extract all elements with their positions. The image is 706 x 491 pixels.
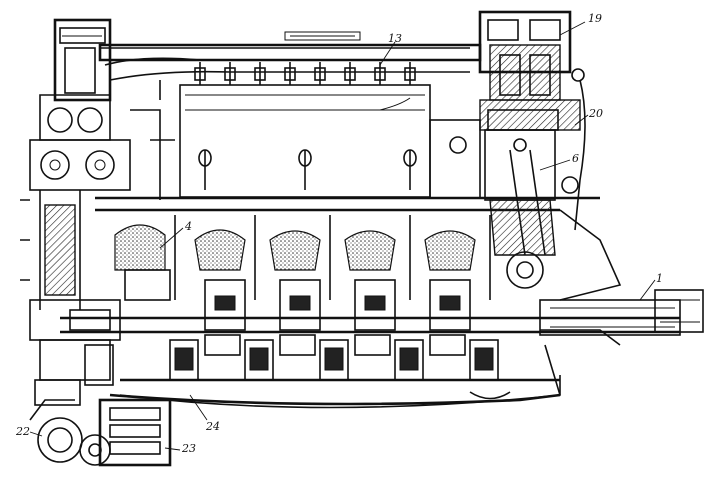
svg-text:24: 24 [205,420,220,433]
cylinder-block [179,84,481,199]
crank-bays [114,215,491,331]
svg-text:6: 6 [572,152,579,165]
callout-19: 19 [559,12,602,36]
main-bearings [169,334,499,381]
crankshaft [60,289,704,336]
callout-4: 4 [159,220,192,249]
cylinder-head-right [478,10,586,231]
callout-20: 20 [574,107,603,126]
svg-text:20: 20 [588,107,603,120]
svg-text:19: 19 [588,12,602,25]
callouts: 1 4 6 13 19 20 22 23 [15,12,663,455]
accessory-section-left [20,18,175,386]
svg-text:23: 23 [181,442,196,455]
callout-13: 13 [379,32,402,66]
svg-text:1: 1 [656,272,663,285]
svg-text:4: 4 [184,220,192,233]
svg-text:13: 13 [388,32,402,45]
callout-22: 22 [15,425,43,438]
callout-1: 1 [639,272,663,301]
callout-24: 24 [189,394,220,433]
piston-conrod [484,129,556,289]
svg-text:22: 22 [15,425,30,438]
pump-assembly [29,379,172,467]
oil-pan [119,375,561,409]
callout-23: 23 [164,442,196,455]
manifold-pipes [104,31,480,100]
callout-6: 6 [539,152,579,171]
valve-rods [198,149,417,190]
